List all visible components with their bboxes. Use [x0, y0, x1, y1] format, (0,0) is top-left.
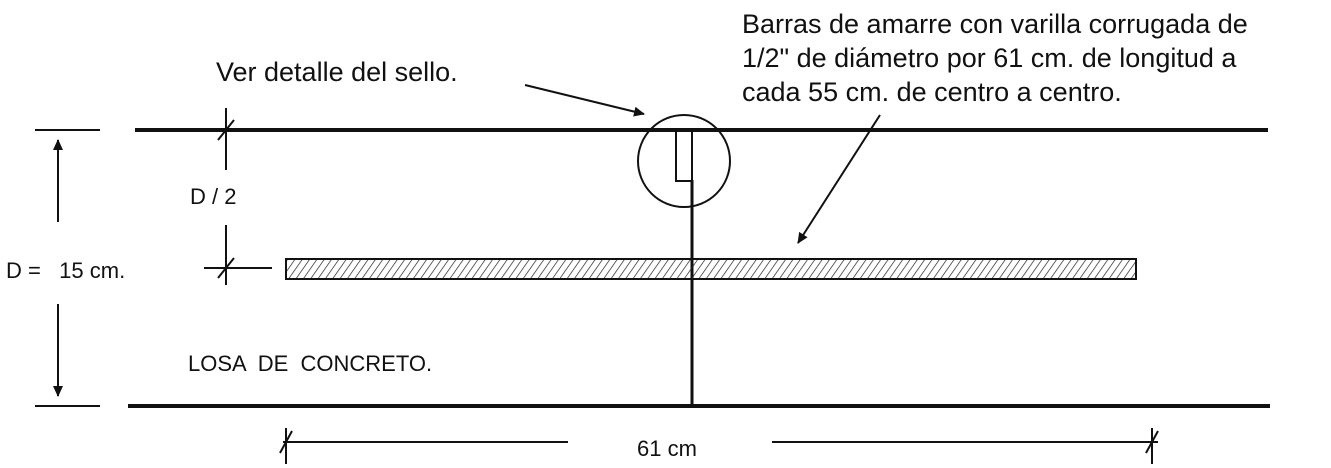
bar-length-label: 61 cm [637, 436, 697, 461]
length-tick-right [1145, 430, 1159, 454]
length-tick-left [279, 430, 293, 454]
seal-leader-arrow [524, 84, 645, 117]
tie-bar-note-line-1: Barras de amarre con varilla corrugada d… [742, 9, 1248, 39]
depth-label: D = 15 cm. [6, 258, 126, 283]
tie-bar-note: Barras de amarre con varilla corrugada d… [742, 7, 1248, 109]
seal-detail-circle [637, 114, 731, 208]
seal-slot [675, 130, 693, 182]
half-depth-label: D / 2 [190, 184, 237, 209]
tie-bar-note-line-3: cada 55 cm. de centro a centro. [742, 77, 1122, 107]
tie-bar-leader-arrow [797, 114, 881, 244]
tie-bar-note-line-2: 1/2" de diámetro por 61 cm. de longitud … [742, 43, 1237, 73]
half-depth-tick-bottom [217, 257, 235, 279]
half-depth-tick-top [217, 119, 235, 141]
tie-bar [285, 258, 1137, 280]
slab-label: LOSA DE CONCRETO. [188, 351, 433, 376]
seal-note: Ver detalle del sello. [216, 57, 458, 87]
